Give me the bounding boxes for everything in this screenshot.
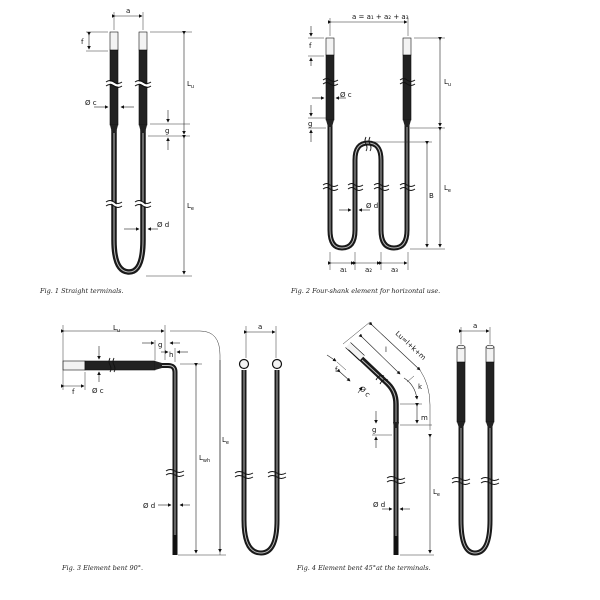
figure-3-caption: Fig. 3 Element bent 90°. — [61, 564, 143, 572]
figure-1-straight-terminals: a f Ø c g Lu Le Ø d Fig. 1 Straight term… — [39, 7, 194, 295]
dim-label-a-total: a = a₁ + a₂ + a₃ — [352, 13, 409, 21]
dim-label-a2: a₂ — [365, 266, 372, 274]
dim-label-a1: a₁ — [340, 266, 347, 274]
dim-label-Le: Le — [433, 488, 440, 498]
dim-label-l: l — [385, 346, 387, 354]
dim-label-dia-c: Ø c — [85, 99, 97, 107]
dim-label-f: f — [81, 38, 84, 46]
figure-3-element-bent-90: Lu g h f Ø c Lwh Le Ø d — [61, 323, 287, 572]
dim-label-g: g — [158, 341, 162, 349]
dim-label-g: g — [165, 127, 169, 135]
dim-label-f: f — [309, 42, 312, 50]
dim-label-Lu: Lu — [113, 324, 120, 334]
dim-label-Lu: Lu — [187, 80, 194, 90]
dim-label-dia-d: Ø d — [373, 501, 385, 509]
dim-label-dia-c: Ø c — [340, 91, 352, 99]
figure-4-caption: Fig. 4 Element bent 45°at the terminals. — [296, 564, 431, 572]
dim-label-dia-d: Ø d — [143, 502, 155, 510]
dim-label-Lu-formula: Lu=l+k+m — [394, 330, 428, 362]
dim-label-f: f — [72, 388, 75, 396]
dim-label-Lu: Lu — [444, 78, 451, 88]
heating-element-bent-45 — [345, 342, 406, 555]
dim-label-dia-d: Ø d — [366, 202, 378, 210]
heating-element-w-shape — [322, 37, 416, 251]
dim-label-Lwh: Lwh — [199, 454, 210, 464]
figure-2-four-shank-element: a = a₁ + a₂ + a₃ f Ø c g Lu Le B Ø d — [290, 13, 451, 295]
figure-1-caption: Fig. 1 Straight terminals. — [39, 287, 124, 295]
dim-label-Le: Le — [444, 184, 451, 194]
dim-label-g: g — [308, 120, 312, 128]
dim-label-h: h — [169, 351, 173, 359]
dim-label-dia-d: Ø d — [157, 221, 169, 229]
dim-label-f: f — [335, 366, 338, 374]
heating-element-u-shape — [105, 31, 152, 275]
dim-label-dia-c: Ø c — [358, 385, 372, 399]
heating-element-side-view — [451, 344, 500, 556]
dim-label-B: B — [429, 192, 434, 200]
dim-label-Le: Le — [222, 436, 229, 446]
dim-label-m: m — [421, 414, 428, 422]
heating-element-bent-90 — [62, 357, 185, 555]
heating-element-side-view — [234, 358, 287, 556]
dim-label-a: a — [126, 7, 130, 15]
dim-label-g: g — [372, 426, 376, 434]
figure-4-element-bent-45: Lu=l+k+m l f Ø c k m g Le Ø d — [296, 321, 500, 572]
dim-label-k: k — [418, 383, 423, 391]
dim-label-a: a — [473, 322, 477, 330]
dim-label-a: a — [258, 323, 262, 331]
dim-label-Le: Le — [187, 202, 194, 212]
figure-2-caption: Fig. 2 Four-shank element for horizontal… — [290, 287, 440, 295]
dim-label-a3: a₃ — [391, 266, 398, 274]
dim-label-dia-c: Ø c — [92, 387, 104, 395]
